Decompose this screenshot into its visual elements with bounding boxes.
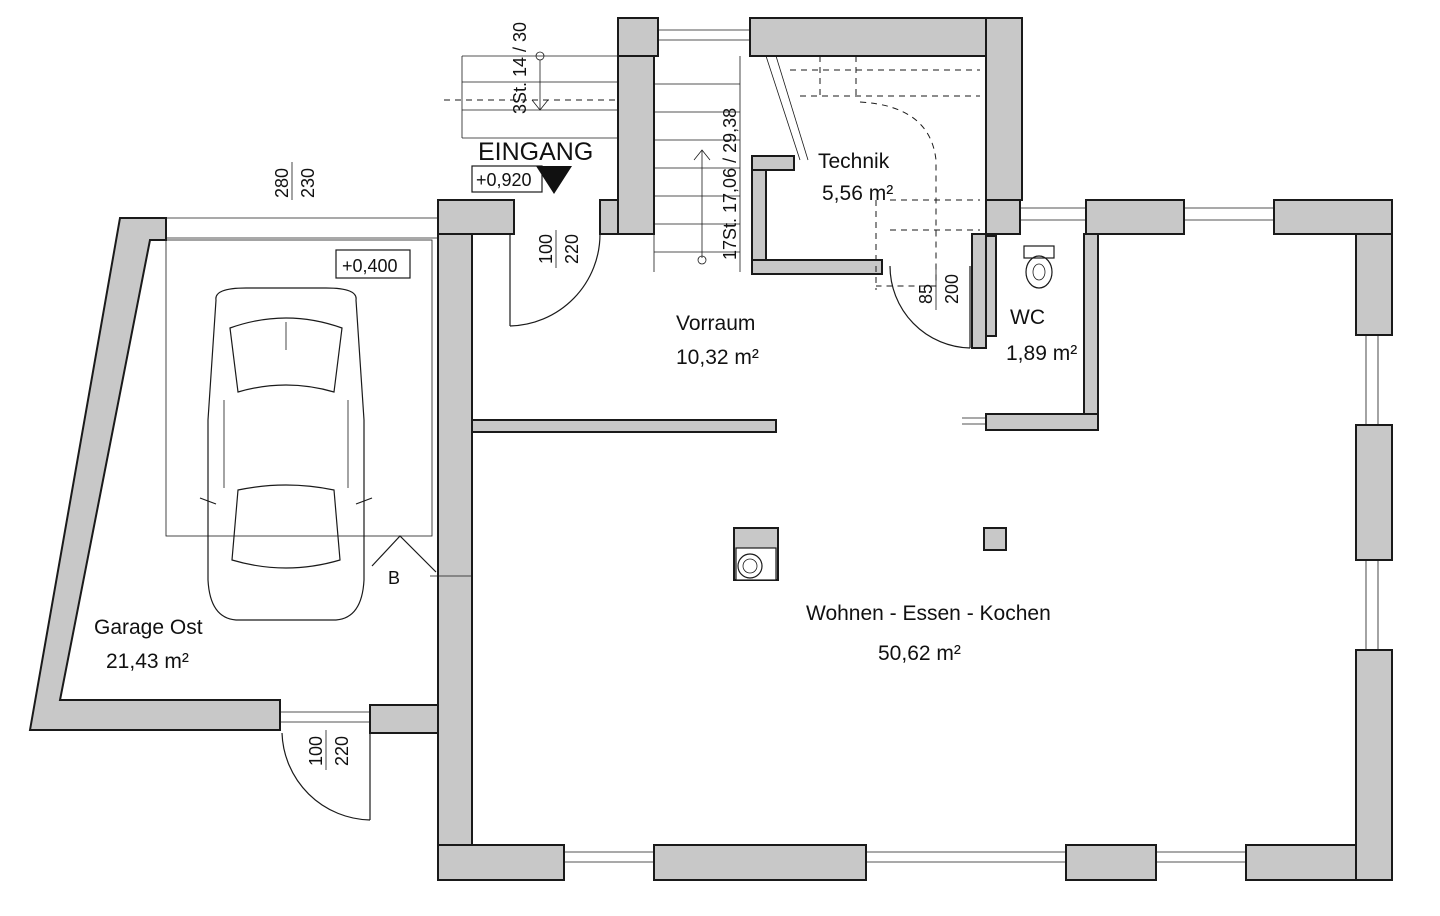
- garage-door-height: 220: [332, 736, 352, 766]
- room-name-technik: Technik: [818, 150, 890, 173]
- technik-door-height: 200: [942, 274, 962, 304]
- room-name-vorraum: Vorraum: [676, 312, 755, 335]
- level-triangle-icon: [536, 166, 572, 194]
- room-name-garage: Garage Ost: [94, 616, 203, 639]
- house-walls: [437, 17, 1393, 881]
- level-box-entrance: [471, 165, 543, 193]
- stove-icon: [735, 547, 777, 581]
- garage-level: +0,400: [342, 256, 398, 276]
- doors: [281, 233, 986, 821]
- garage-gate-height: 230: [298, 168, 318, 198]
- garage-door-width: 100: [306, 736, 326, 766]
- technik-door-width: 85: [916, 284, 936, 304]
- garage-walls: [28, 217, 439, 734]
- room-area-wohnen: 50,62 m²: [878, 642, 961, 665]
- room-area-technik: 5,56 m²: [822, 182, 893, 205]
- entry-door-height: 220: [562, 234, 582, 264]
- section-mark: B: [388, 568, 400, 588]
- stairs: [444, 51, 980, 290]
- room-area-vorraum: 10,32 m²: [676, 346, 759, 369]
- car-icon: [199, 287, 373, 621]
- entrance-level: +0,920: [476, 170, 532, 190]
- windows: [564, 29, 1379, 863]
- parking-area: [165, 239, 433, 537]
- room-area-wc: 1,89 m²: [1006, 342, 1077, 365]
- room-name-wc: WC: [1010, 306, 1045, 329]
- level-box-garage: [335, 249, 411, 279]
- toilet-icon: [1023, 245, 1055, 289]
- room-area-garage: 21,43 m²: [106, 650, 189, 673]
- stair-inner-label: 17St. 17,06 / 29,38: [720, 108, 740, 260]
- room-name-wohnen: Wohnen - Essen - Kochen: [806, 602, 1051, 625]
- garage-gate-width: 280: [272, 168, 292, 198]
- entry-door-width: 100: [536, 234, 556, 264]
- stair-outer-label: 3St. 14 / 30: [510, 22, 530, 114]
- entrance-label: EINGANG: [478, 138, 593, 166]
